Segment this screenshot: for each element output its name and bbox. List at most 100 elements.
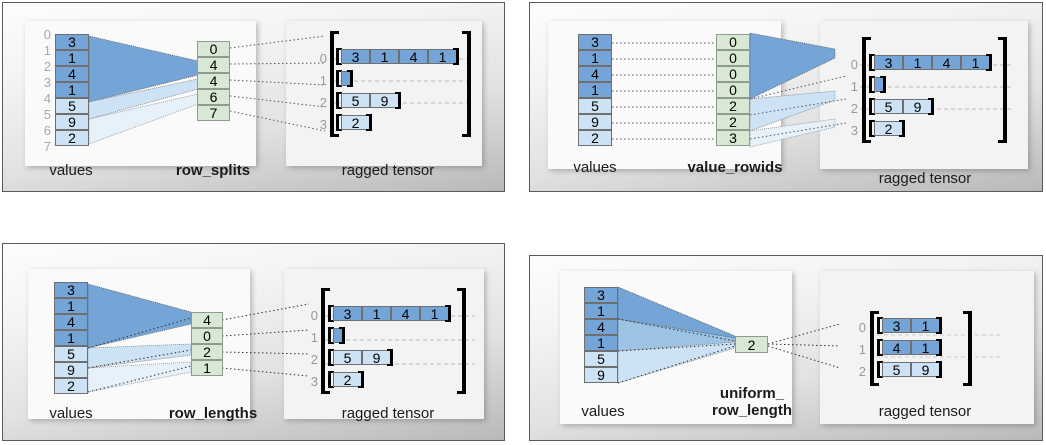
- row-bracket: [939, 317, 942, 334]
- ragged-cell: 1: [903, 55, 932, 70]
- row-bracket: [899, 135, 905, 137]
- row-bracket: [336, 85, 342, 87]
- outer-bracket-left-bot: [862, 140, 871, 143]
- row-bracket: [347, 85, 353, 87]
- outer-bracket-right-bot: [998, 140, 1007, 143]
- row-bracket: [936, 317, 942, 319]
- row-bracket: [445, 320, 451, 322]
- ragged-row-index: 0: [858, 320, 866, 335]
- ragged-card-value-rowids: [820, 21, 1028, 169]
- value-index: 7: [43, 139, 51, 154]
- row-bracket: [902, 120, 905, 137]
- outer-bracket-right-top: [963, 311, 972, 314]
- value-cell: 1: [578, 50, 612, 66]
- ragged-cell: 9: [911, 362, 940, 377]
- row-bracket: [328, 320, 334, 322]
- value-cell: 4: [578, 66, 612, 82]
- outer-bracket-left: [862, 37, 866, 143]
- row-bracket: [869, 113, 875, 115]
- ragged-label: ragged tensor: [878, 170, 972, 187]
- ragged-row-index: 1: [858, 342, 866, 357]
- outer-bracket-right-top: [998, 37, 1007, 40]
- encoding-cell: 2: [735, 336, 768, 353]
- row-bracket: [899, 120, 905, 122]
- row-bracket: [328, 386, 334, 388]
- row-bracket: [336, 48, 339, 65]
- encoding-cell: 2: [716, 98, 750, 114]
- row-bracket: [936, 339, 942, 341]
- ragged-row-index: 0: [850, 57, 858, 72]
- row-bracket: [869, 120, 875, 122]
- ragged-label: ragged tensor: [878, 403, 972, 420]
- ragged-cell: 4: [391, 306, 420, 321]
- row-bracket: [328, 305, 331, 322]
- encoding-cell: 0: [716, 34, 750, 50]
- row-bracket: [395, 92, 401, 94]
- ragged-cell: 1: [362, 306, 391, 321]
- row-bracket: [939, 339, 942, 356]
- ragged-cell: 2: [341, 115, 370, 130]
- encoding-label: value_rowids: [687, 159, 783, 176]
- row-bracket: [387, 349, 393, 351]
- row-bracket: [869, 76, 872, 93]
- ragged-cell: 3: [882, 318, 911, 333]
- ragged-cell: 4: [399, 49, 428, 64]
- row-bracket: [336, 114, 342, 116]
- outer-bracket-right-bot: [457, 391, 466, 394]
- encoding-label: row_splits: [175, 162, 251, 179]
- value-index: 5: [43, 107, 51, 122]
- row-bracket: [328, 349, 331, 366]
- value-cell: 9: [54, 362, 88, 378]
- values-label: values: [49, 162, 93, 179]
- outer-bracket-left-bot: [330, 134, 339, 137]
- value-cell: 3: [584, 287, 618, 303]
- ragged-label: ragged tensor: [341, 405, 435, 422]
- row-bracket: [387, 364, 393, 366]
- row-bracket: [366, 129, 372, 131]
- row-bracket: [336, 129, 342, 131]
- ragged-row-index: 0: [310, 308, 318, 323]
- value-cell: 1: [54, 330, 88, 346]
- row-bracket: [369, 114, 372, 131]
- outer-bracket-right: [462, 288, 466, 394]
- outer-bracket-left-bot: [321, 391, 330, 394]
- row-bracket: [880, 91, 886, 93]
- value-cell: 1: [584, 335, 618, 351]
- outer-bracket-left-bot: [870, 383, 879, 386]
- row-bracket: [328, 327, 334, 329]
- outer-bracket-right: [1003, 37, 1007, 143]
- row-bracket: [989, 54, 992, 71]
- row-bracket: [936, 354, 942, 356]
- row-bracket: [366, 114, 372, 116]
- encoding-cell: 2: [191, 344, 223, 360]
- value-cell: 1: [54, 298, 88, 314]
- row-bracket: [877, 332, 883, 334]
- ragged-cell: 1: [911, 340, 940, 355]
- value-cell: 4: [55, 66, 89, 82]
- row-bracket: [877, 361, 880, 378]
- value-cell: 3: [578, 34, 612, 50]
- value-index: 1: [43, 43, 51, 58]
- values-label: values: [49, 405, 93, 422]
- value-cell: 4: [54, 314, 88, 330]
- row-bracket: [328, 327, 331, 344]
- ragged-row-index: 2: [310, 352, 318, 367]
- row-bracket: [453, 63, 459, 65]
- outer-bracket-left-top: [330, 31, 339, 34]
- ragged-cell: 5: [341, 93, 370, 108]
- row-bracket: [350, 70, 353, 87]
- encoding-cell: 4: [197, 73, 230, 89]
- ragged-cell: 3: [333, 306, 362, 321]
- row-bracket: [877, 339, 880, 356]
- encoding-cell: 4: [191, 312, 223, 328]
- row-bracket: [877, 317, 883, 319]
- row-bracket: [869, 98, 875, 100]
- row-bracket: [939, 361, 942, 378]
- outer-bracket-left: [330, 31, 334, 137]
- row-bracket: [869, 69, 875, 71]
- row-bracket: [869, 98, 872, 115]
- row-bracket: [936, 332, 942, 334]
- value-cell: 3: [54, 282, 88, 298]
- outer-bracket-left-top: [862, 37, 871, 40]
- panel-uniform-row-length: 3 1 4 1 5 9 2 0 1 2 3 1: [529, 255, 1043, 441]
